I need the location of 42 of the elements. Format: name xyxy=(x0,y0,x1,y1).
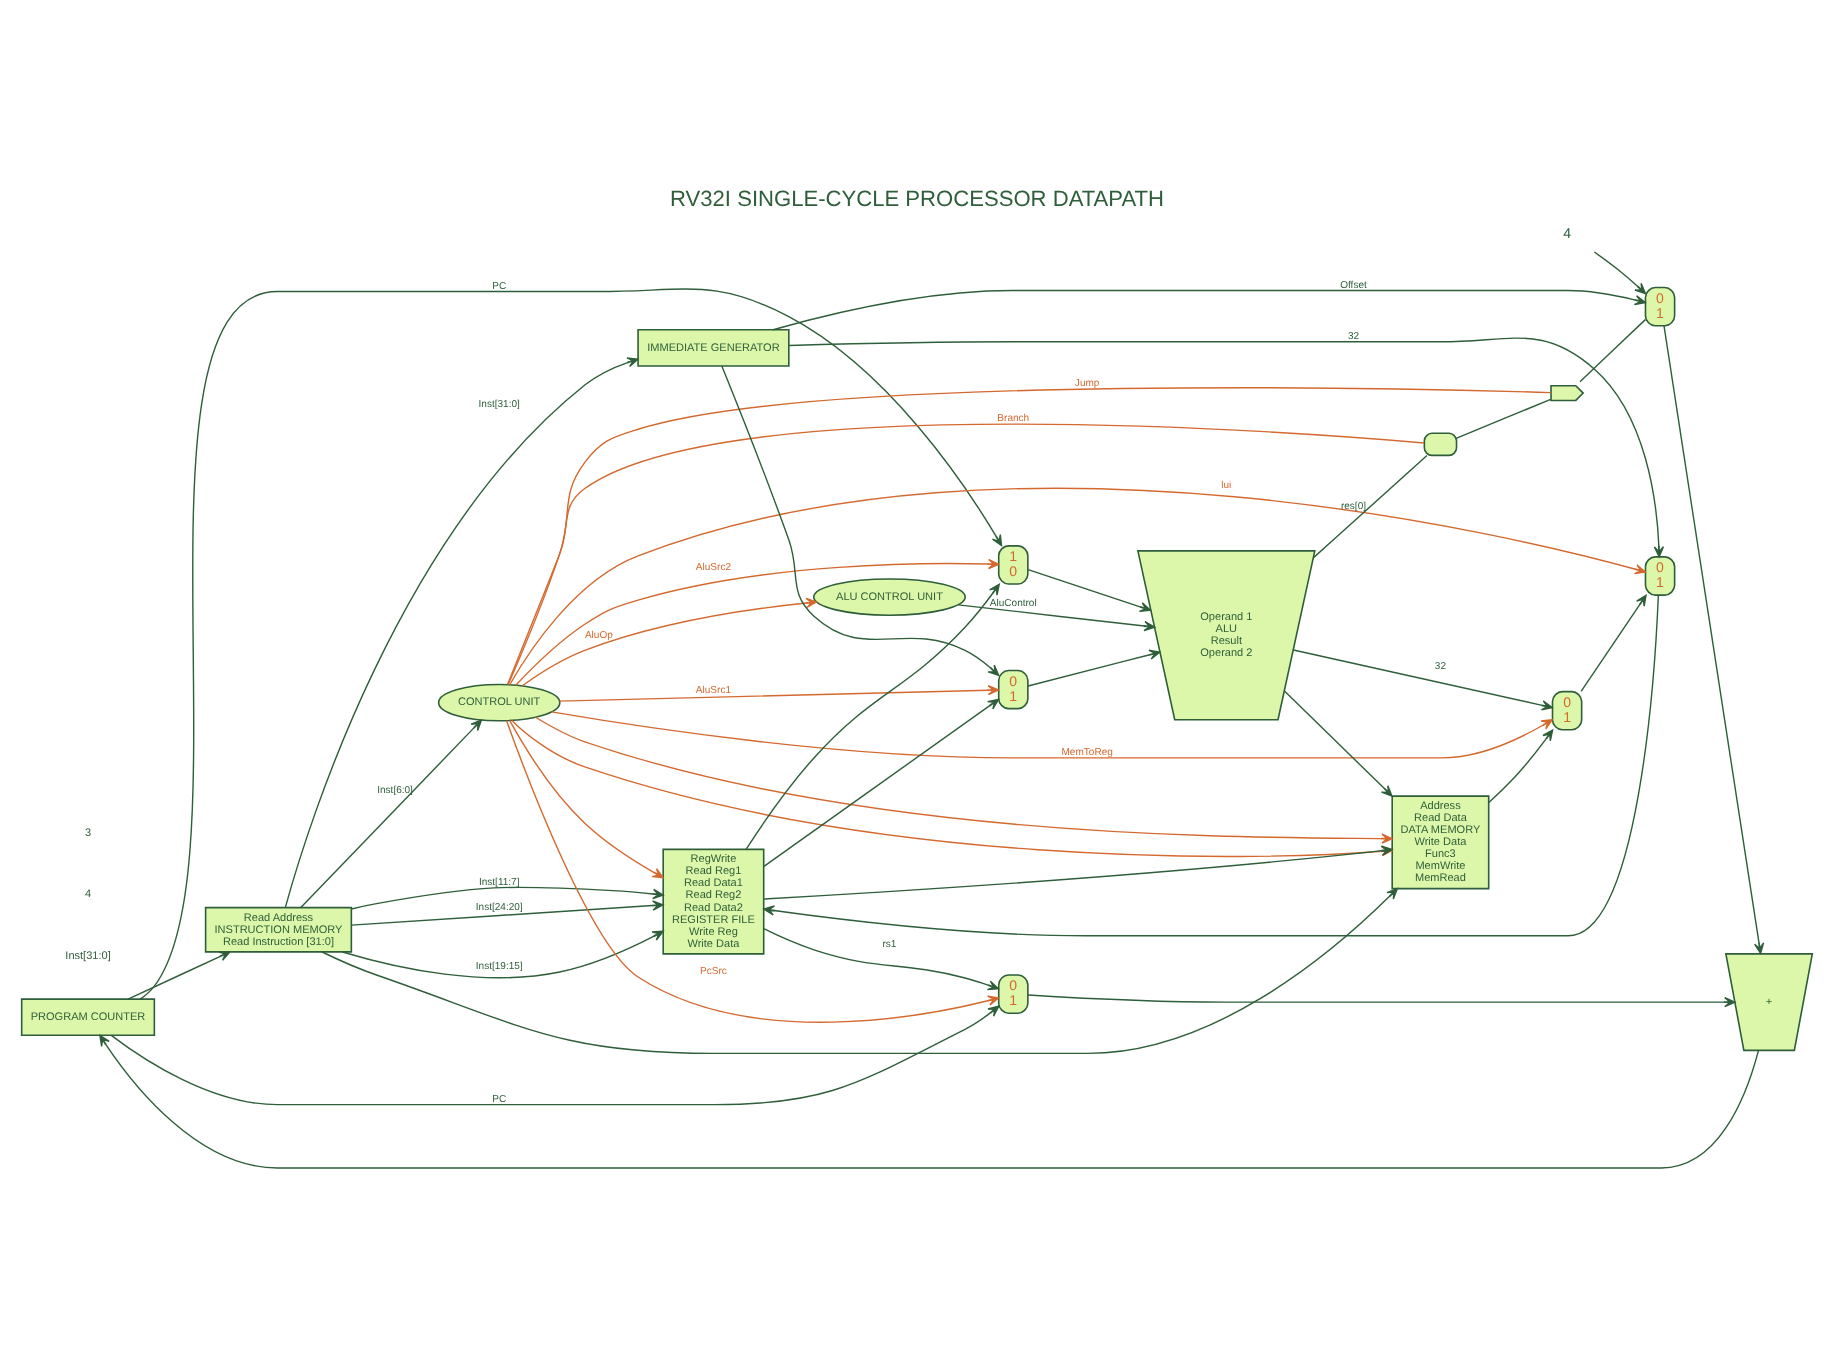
arrow xyxy=(772,288,1646,330)
arrow xyxy=(558,683,1000,701)
arrow xyxy=(1027,648,1161,686)
arrow xyxy=(957,603,1156,631)
arrow xyxy=(99,1033,1760,1168)
arrow xyxy=(300,718,483,908)
arrow xyxy=(1488,728,1554,803)
arrow xyxy=(1580,593,1647,692)
connector xyxy=(1456,397,1552,438)
arrow xyxy=(127,950,231,999)
arrow xyxy=(341,929,664,978)
node-gate xyxy=(1423,431,1458,456)
connector xyxy=(1312,453,1428,558)
arrow xyxy=(350,899,664,925)
arrow xyxy=(139,287,1003,999)
arrow xyxy=(745,582,1000,849)
connector xyxy=(506,422,1425,685)
arrow xyxy=(350,885,664,909)
connector xyxy=(507,386,1552,685)
arrow xyxy=(763,593,1660,936)
arrow xyxy=(550,710,1553,758)
arrow xyxy=(509,719,664,878)
arrow xyxy=(110,1004,1000,1105)
arrow xyxy=(788,336,1665,557)
arrow xyxy=(505,718,1000,1022)
arrow xyxy=(1663,324,1765,954)
node-gate xyxy=(1550,383,1585,401)
arrow xyxy=(1027,993,1736,1007)
connector xyxy=(1579,317,1647,382)
arrow xyxy=(515,557,1000,685)
arrow xyxy=(284,356,639,908)
arrow xyxy=(721,364,1000,675)
arrow xyxy=(321,886,1398,1054)
arrow xyxy=(1283,689,1393,796)
arrow xyxy=(763,927,1000,990)
arrow xyxy=(509,486,1647,685)
arrow xyxy=(763,697,1000,867)
arrow xyxy=(1027,567,1152,612)
arrow xyxy=(521,596,818,686)
diagram-title: RV32I SINGLE-CYCLE PROCESSOR DATAPATH xyxy=(670,186,1164,211)
arrow xyxy=(1593,250,1647,294)
arrow xyxy=(1292,648,1553,710)
